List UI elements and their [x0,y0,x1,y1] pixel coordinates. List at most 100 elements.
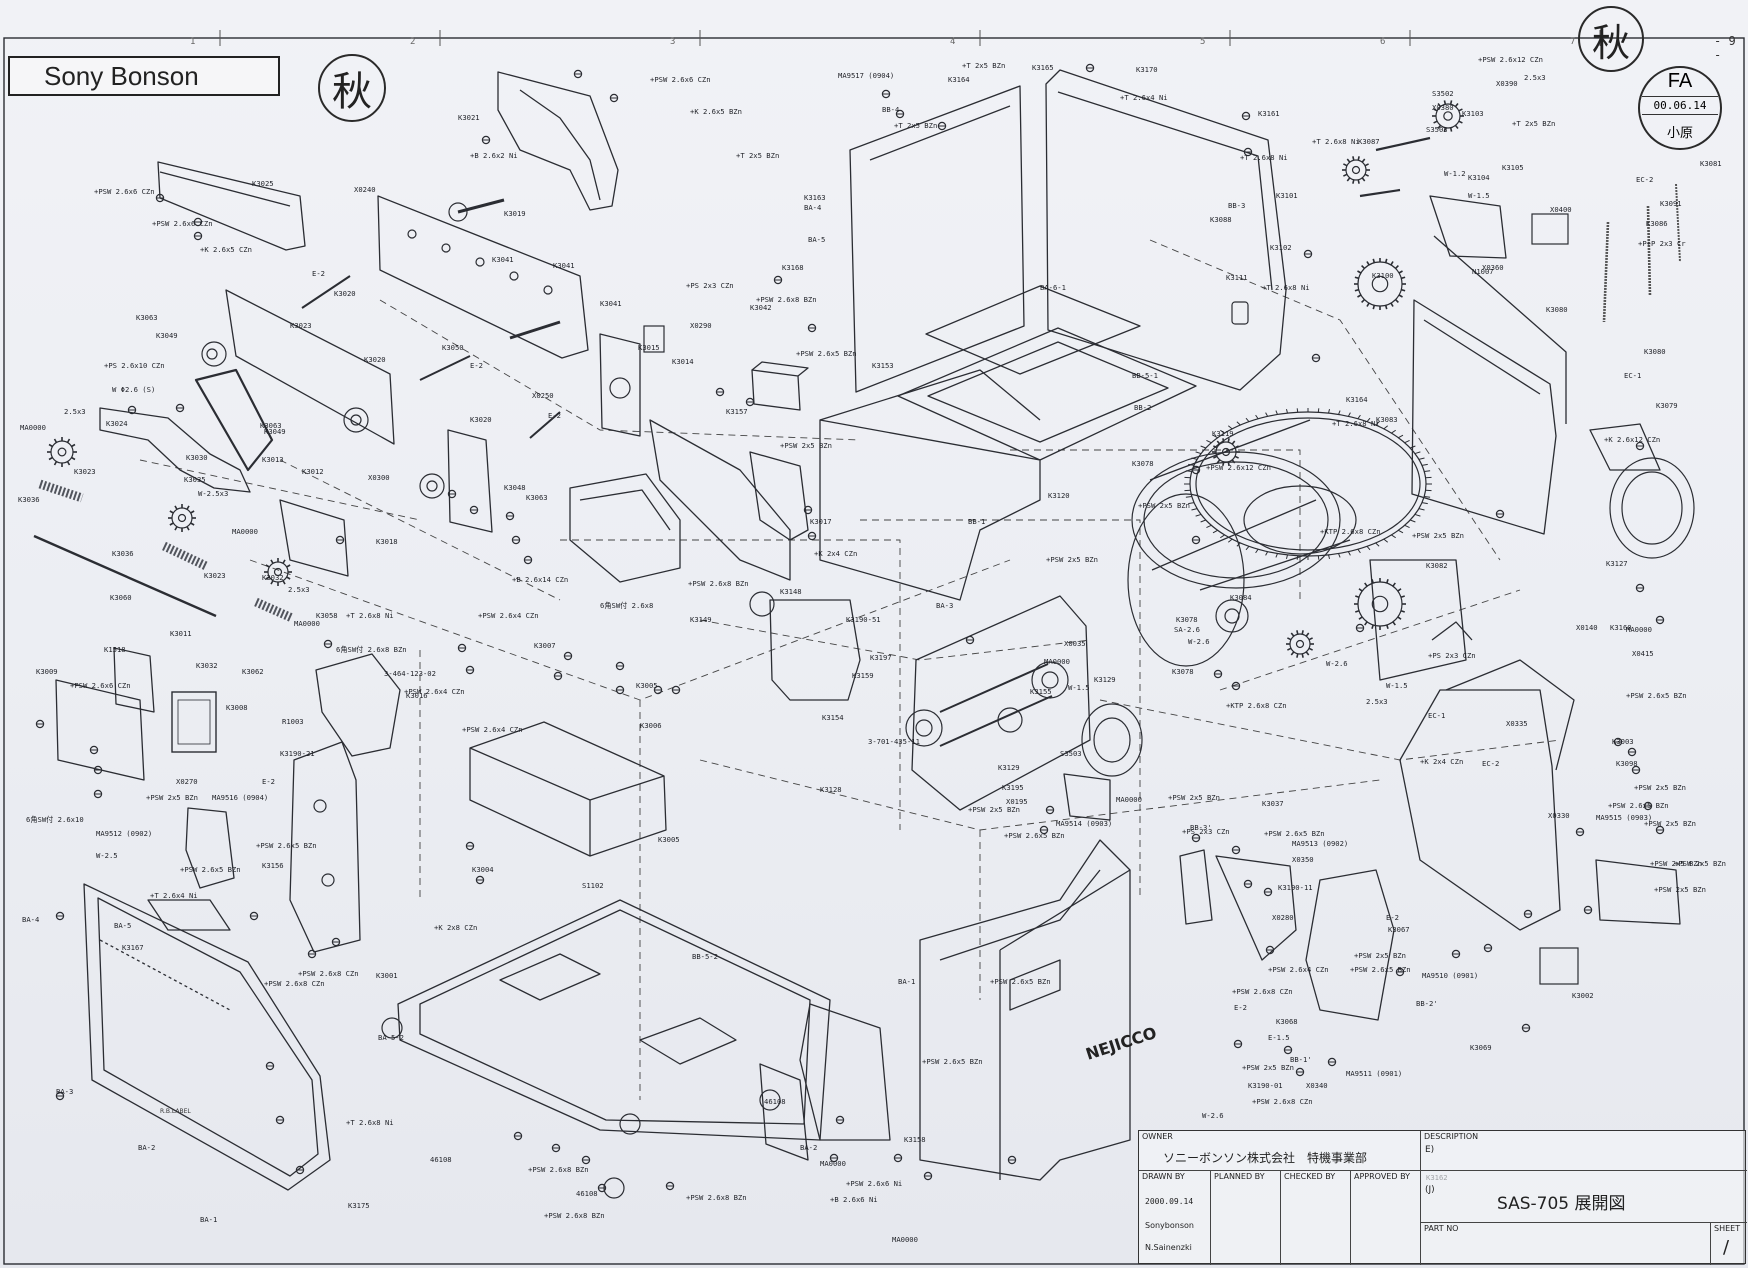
confidential-stamp-right-text: 秋 [1591,20,1630,65]
screw-head [475,875,485,885]
gear-k3078-a-tooth [1296,630,1299,635]
part-no-cell: PART NO [1421,1223,1711,1265]
pulley-x0300-hub [426,480,438,492]
gear-k3023-a-tooth [71,443,76,448]
screw-head [1495,509,1505,519]
drive-belt-k3129 [939,663,1053,747]
assembly-guide-line [139,459,421,521]
gear-k3111-hub [1371,275,1389,293]
screw-head [1635,583,1645,593]
part-callout: +T 2.6x8 Ni [1240,153,1288,162]
ring-gear-tooth [1285,409,1288,414]
part-callout: EC-1 [1624,371,1641,380]
gear-ma0000-b-tooth [265,564,270,568]
screw-head [275,1115,285,1125]
part-callout: K3156 [262,861,284,870]
part-callout: W-2.6 [1202,1111,1224,1120]
screw-head [893,1153,903,1163]
assembly-guide-line [1099,699,1561,761]
part-callout: BA-4 [22,915,39,924]
screw-head [551,1143,561,1153]
screw-head [469,505,479,515]
pulley-x0290 [609,377,631,399]
chassis-floor-inner [927,341,1169,443]
foot-46108-a [619,1113,641,1135]
part-callout: K1518 [104,645,126,654]
ring-gear-tooth [1317,555,1320,560]
part-callout: X0035 [1064,639,1086,648]
base-frame-cutout-a [499,953,601,1001]
part-callout: K3016 [406,691,428,700]
part-callout: +PSW 2.6x5 BZn [922,1057,983,1066]
sheet-label: SHEET [1714,1224,1741,1233]
chassis-base-k3170 [819,419,1041,601]
screw-head [1007,1155,1017,1165]
part-callout: K3098 [1616,759,1638,768]
part-callout: K3165 [1032,63,1054,72]
gear-k3078-a-tooth [1305,651,1310,656]
gear-ma0000-a [171,507,193,529]
assembly-guide-line [699,619,1091,661]
part-callout: +PSW 2x5 BZn [1644,819,1696,828]
part-callout: S3503 [1426,125,1448,134]
part-callout: BA-5 [114,921,131,930]
assembly-guide-line [860,519,1141,900]
disc-k3078-plate [1127,493,1245,667]
assembly-guide-line [379,299,861,441]
gear-ma0000-b-tooth [282,559,286,564]
plate-k3004-edges [469,747,665,856]
part-callout: K3079 [1656,401,1678,410]
part-callout: 46108 [430,1155,452,1164]
shaft-k3020-a [509,320,561,340]
part-no-label: PART NO [1424,1224,1459,1233]
part-callout: K3082 [1426,561,1448,570]
screw-head [1575,827,1585,837]
part-callout: +K 2x4 CZn [1420,757,1463,766]
bracket-x0415 [1369,559,1467,681]
gear-x0390-tooth [1433,120,1438,124]
part-callout: E-1.5 [1268,1033,1290,1042]
part-callout: X0330 [1548,811,1570,820]
drum-k3084-hub [1243,485,1357,555]
shaft-e2-b [419,355,471,381]
part-callout: +PSW 2.6x4 CZn [1268,965,1329,974]
gear-k3078-a-tooth [1296,653,1299,658]
part-callout: MA0000 [294,619,320,628]
ring-gear-tooth [1375,542,1380,547]
chassis-floor-plate [897,327,1197,461]
part-callout: K3041 [553,261,575,270]
gear-k3078-b-tooth [1231,459,1236,464]
part-callout: MA0000 [1044,657,1070,666]
part-callout: +PSW 2.6x5 BZn [1626,691,1687,700]
part-callout: +T 2.6x8 Ni [346,611,394,620]
arm-k3080 [1433,235,1567,424]
part-callout: 2.5x3 [1524,73,1546,82]
part-callout: +T 2x5 BZn [1512,119,1555,128]
plate-x0240 [377,195,589,359]
screw-head [1213,669,1223,679]
part-callout: K3168 [782,263,804,272]
ring-gear-tooth [1227,425,1233,430]
part-callout: K3007 [534,641,556,650]
part-callout: EC-2 [1482,759,1499,768]
screw-head [1191,535,1201,545]
screw-head [1655,615,1665,625]
screw-head [1191,465,1201,475]
tab-ec [1431,621,1473,641]
nameplate-mark: R.B.LABEL [160,1108,191,1115]
screw-head [1295,1067,1305,1077]
part-callout: 2.5x3 [288,585,310,594]
ring-gear-tooth [1414,451,1421,455]
motor-ma0000-right-face [1621,471,1683,545]
part-callout: K3081 [1700,159,1722,168]
part-callout: R1003 [282,717,304,726]
drawn-company: Sonybonson [1145,1221,1194,1230]
ring-gear-tooth [1188,502,1195,505]
ring-gear-tooth [1206,524,1212,529]
gear-k3078-a-tooth [1301,630,1304,635]
part-callout: +PSW 2.6x8 BZn [544,1211,605,1220]
ring-gear-tooth [1275,553,1278,558]
screw-head [457,643,467,653]
bracket-x0270-hole [313,799,327,813]
part-callout: K3067 [1388,925,1410,934]
